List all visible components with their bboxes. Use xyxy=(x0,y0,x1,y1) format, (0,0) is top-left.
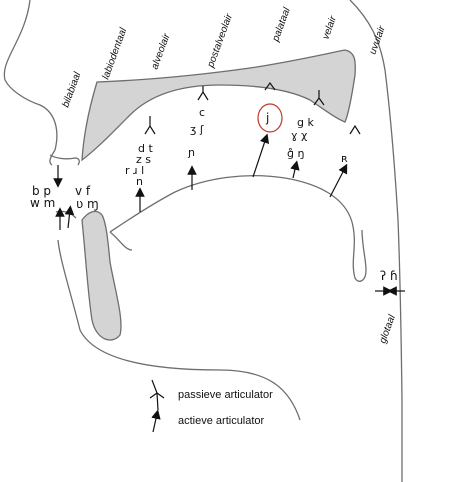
phoneme-postalveolar-3: ɲ xyxy=(187,146,195,159)
label-uvulair: uvulair xyxy=(367,24,388,56)
lower-teeth xyxy=(81,210,122,341)
label-alveolair: alveolair xyxy=(149,32,172,71)
lower-lip xyxy=(55,210,77,219)
palatal-highlight-circle xyxy=(257,103,283,133)
phoneme-velar-3: ɡ̊ ŋ xyxy=(287,147,304,160)
upper-lip xyxy=(49,154,80,166)
passive-ticks xyxy=(144,81,361,135)
legend-passive-icon xyxy=(149,379,165,411)
label-postalveolair: postalveolair xyxy=(205,12,235,70)
pharynx-back-wall xyxy=(349,0,403,482)
face-outline xyxy=(3,0,58,166)
phoneme-alveolar-3: r ɹ l xyxy=(125,164,144,177)
phoneme-glottal-1: ʔ ɦ xyxy=(380,269,398,283)
label-bilabiaal: bilabiaal xyxy=(60,70,83,109)
legend-passive-label: passieve articulator xyxy=(178,389,273,401)
phoneme-alveolar-1: d t xyxy=(138,142,153,155)
phoneme-uvular-1: ʀ xyxy=(341,152,348,165)
label-labiodentaal: labiodentaal xyxy=(100,26,129,81)
tongue xyxy=(109,175,367,282)
phoneme-bilabial-1: b p xyxy=(32,184,51,198)
phoneme-labiodental-2: ʋ ɱ xyxy=(76,197,99,211)
phoneme-labiodental-1: v f xyxy=(75,184,91,198)
phoneme-alveolar-2: z s xyxy=(136,153,151,166)
palate xyxy=(81,49,356,162)
chin-outline xyxy=(57,239,301,421)
active-arrows xyxy=(53,133,348,230)
tongue-floor xyxy=(109,231,133,251)
phoneme-palatal-1: j xyxy=(265,111,269,125)
phoneme-alveolar-4: n xyxy=(136,175,143,188)
phoneme-bilabial-2: w m xyxy=(30,196,55,210)
label-palataal: palataal xyxy=(270,6,293,44)
phoneme-velar-2: ɣ χ xyxy=(291,129,308,142)
label-glotaal: glotaal xyxy=(377,313,398,345)
label-velair: velair xyxy=(320,14,339,41)
phoneme-velar-1: g k xyxy=(297,116,314,129)
legend-active-label: actieve articulator xyxy=(178,415,265,427)
phoneme-postalveolar-1: c xyxy=(199,106,205,119)
phoneme-postalveolar-2: ʒ ʃ xyxy=(190,123,204,136)
legend-active-icon xyxy=(151,409,161,433)
